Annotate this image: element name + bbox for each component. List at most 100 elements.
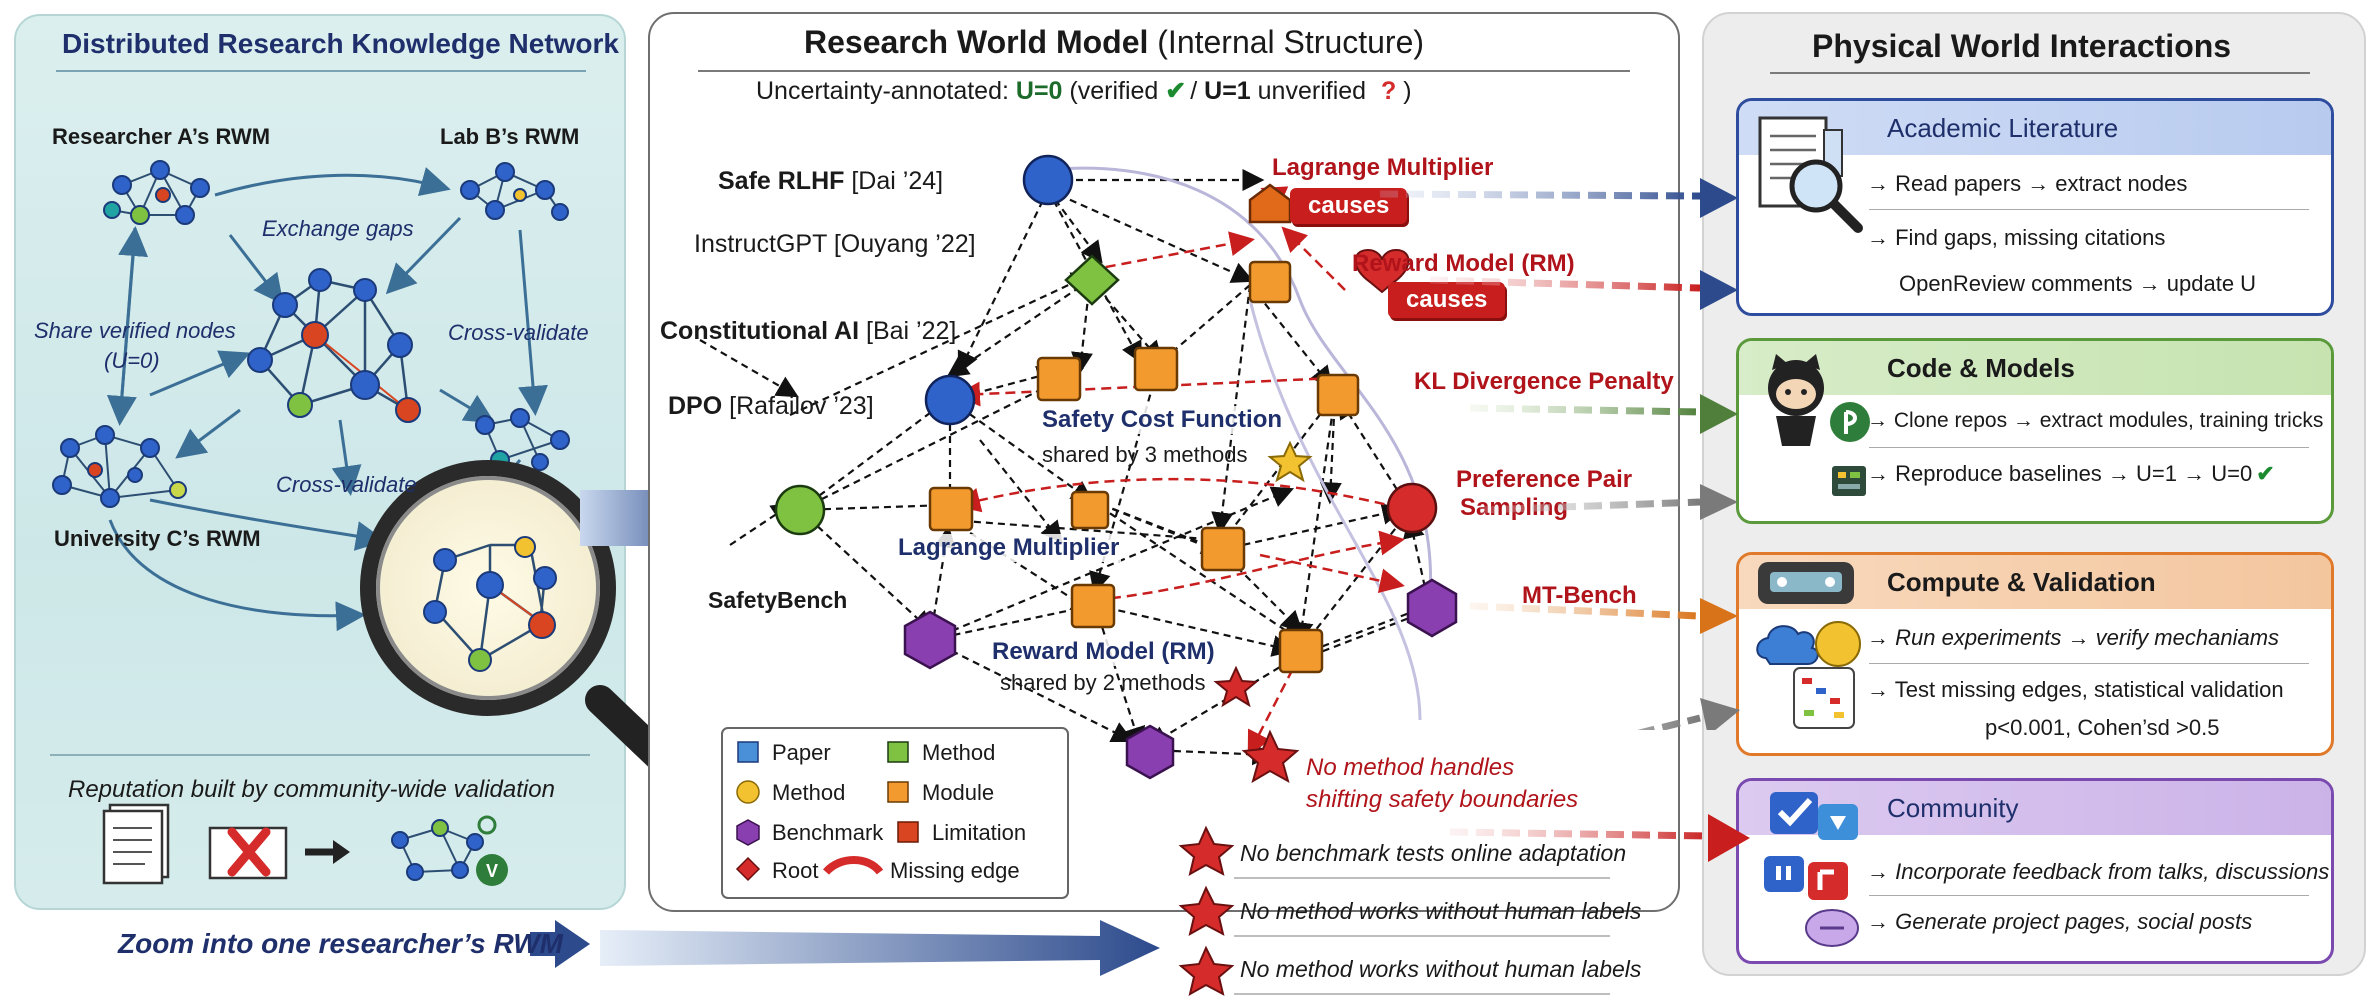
- left-panel-title: Distributed Research Knowledge Network: [62, 28, 620, 59]
- label-safety-cost-sub: shared by 3 methods: [1042, 442, 1248, 467]
- module-6: [1070, 490, 1110, 530]
- left-title-rule: [56, 70, 586, 72]
- right-small-network: [475, 408, 570, 471]
- distributed-network-graph: V: [50, 160, 660, 886]
- label-kl: KL Divergence Penalty: [1414, 368, 1674, 395]
- legend-root: Root: [772, 858, 819, 883]
- circuit-board-icon: [1832, 466, 1866, 496]
- community-arrow: [1449, 814, 1750, 862]
- card-code-line-2-text: → Reproduce baselines → U=1 → U=0: [1867, 461, 2253, 486]
- legend-missing-edge: Missing edge: [890, 858, 1020, 883]
- github-octocat-icon: [1768, 354, 1870, 446]
- label-instructgpt: InstructGPT [Ouyang ’22]: [694, 230, 976, 258]
- star-icon: [1178, 440, 1313, 996]
- constitutional-cite: [Bai ’22]: [866, 317, 957, 345]
- zoom-arrow: [530, 920, 1160, 976]
- label-no-method-2: shifting safety boundaries: [1306, 786, 1579, 813]
- gap-1: No benchmark tests online adaptation: [1240, 840, 1627, 866]
- lab-b-label: Lab B’s RWM: [440, 124, 580, 149]
- module-7: [1200, 526, 1246, 572]
- card-community-line-1: → Incorporate feedback from talks, discu…: [1867, 859, 2330, 884]
- label-safety-cost: Safety Cost Function: [1040, 406, 1285, 434]
- label-no-method-1: No method handles: [1306, 754, 1515, 781]
- module-1: [1248, 260, 1292, 304]
- node-safe-rlhf: [1022, 154, 1074, 206]
- gap-3: No method works without human labels: [1240, 956, 1642, 982]
- card-academic-line-3: OpenReview comments → update U: [1899, 271, 2257, 296]
- label-reward-inner: Reward Model (RM): [990, 638, 1217, 666]
- card-academic-literature: Academic Literature → Read papers → extr…: [1736, 98, 2334, 316]
- arrow-right-icon: [305, 840, 350, 864]
- chat-bubbles-icon: [1764, 792, 1859, 947]
- exchange-gaps-label: Exchange gaps: [262, 216, 414, 241]
- question-icon: ?: [1381, 77, 1397, 105]
- legend-benchmark: Benchmark: [772, 820, 884, 845]
- rejected-icon: [208, 826, 288, 880]
- zoom-label: Zoom into one researcher’s RWM: [118, 928, 563, 959]
- share-verified-sub: (U=0): [104, 348, 160, 373]
- label-safe-rlhf: Safe RLHF [Dai ’24]: [718, 167, 943, 196]
- dpo-cite: [Rafailov ’23]: [729, 392, 874, 420]
- researcher-a-network: [103, 160, 210, 225]
- uncertainty-line: Uncertainty-annotated: U=0 (verified ✔/ …: [756, 76, 1412, 106]
- share-verified-label: Share verified nodes: [34, 318, 236, 343]
- cross-validate-label-1: Cross-validate: [448, 320, 589, 345]
- central-network: [247, 268, 421, 423]
- node-benchmark-1: [903, 610, 957, 670]
- u1-value: U=1: [1204, 77, 1251, 105]
- node-safetybench-method: [774, 484, 826, 536]
- unverified-text: unverified: [1257, 77, 1367, 105]
- card-compute-line-3: p<0.001, Cohen’sd >0.5: [1985, 715, 2220, 740]
- node-root: [1386, 482, 1438, 534]
- checkmark-icon: ✔: [1165, 77, 1187, 105]
- label-lagrange-inner: Lagrange Multiplier: [896, 534, 1122, 562]
- checkmark-icon: ✔: [2256, 461, 2275, 486]
- card-code-line-1: → Clone repos → extract modules, trainin…: [1867, 409, 2324, 432]
- distributed-network-panel: [14, 14, 626, 910]
- middle-title-rule: [698, 70, 1630, 72]
- node-benchmark-mt: [1406, 578, 1458, 638]
- researcher-a-label: Researcher A’s RWM: [52, 124, 271, 149]
- gap-2: No method works without human labels: [1240, 898, 1642, 924]
- legend-method-green: Method: [922, 740, 996, 765]
- cloud-icon: [1756, 621, 1861, 667]
- university-c-network: [52, 425, 187, 508]
- card-code-title: Code & Models: [1887, 353, 2075, 383]
- card-code-header: [1739, 341, 2331, 395]
- label-reward-inner-sub: shared by 2 methods: [1000, 670, 1206, 695]
- u0-value: U=0: [1015, 77, 1063, 105]
- rwm-nodes: [774, 154, 1458, 780]
- safe-rlhf-bold: Safe RLHF: [718, 167, 845, 195]
- card-community-line-2: → Generate project pages, social posts: [1867, 909, 2253, 934]
- legend-limitation: Limitation: [932, 820, 1027, 845]
- module-5: [928, 486, 974, 532]
- label-mtbench: MT-Bench: [1522, 582, 1637, 609]
- label-lagrange: Lagrange Multiplier: [1272, 154, 1494, 181]
- causes-chip-2: causes: [1388, 282, 1506, 318]
- safe-rlhf-cite: [Dai ’24]: [851, 167, 944, 195]
- verified-text: (verified: [1069, 77, 1159, 105]
- label-reward-rm: Reward Model (RM): [1352, 250, 1575, 277]
- constitutional-bold: Constitutional AI: [660, 317, 860, 345]
- module-9: [1278, 628, 1324, 674]
- card-compute-line-1: → Run experiments → verify mechaniams: [1867, 625, 2280, 650]
- limitation-node-1: [1248, 183, 1292, 224]
- uncertainty-prefix: Uncertainty-annotated:: [756, 77, 1009, 105]
- module-8: [1070, 583, 1116, 629]
- middle-title: Research World Model (Internal Structure…: [804, 24, 1424, 61]
- legend-paper: Paper: [772, 740, 831, 765]
- magnifier-icon: [360, 460, 660, 777]
- card-community-title: Community: [1887, 793, 2019, 823]
- middle-title-rest: (Internal Structure): [1157, 24, 1425, 60]
- label-pref-1: Preference Pair: [1456, 466, 1633, 493]
- card-academic-divider: [1869, 209, 2309, 210]
- legend-module: Module: [922, 780, 995, 805]
- lab-b-network: [460, 162, 569, 221]
- card-code-divider: [1869, 447, 2309, 448]
- limitation-heart: [1354, 248, 1410, 294]
- middle-title-bold: Research World Model: [804, 24, 1149, 60]
- reputation-label: Reputation built by community-wide valid…: [68, 776, 555, 803]
- close-paren: ): [1403, 77, 1412, 105]
- card-compute-divider: [1869, 663, 2309, 664]
- right-panel-title: Physical World Interactions: [1812, 28, 2232, 64]
